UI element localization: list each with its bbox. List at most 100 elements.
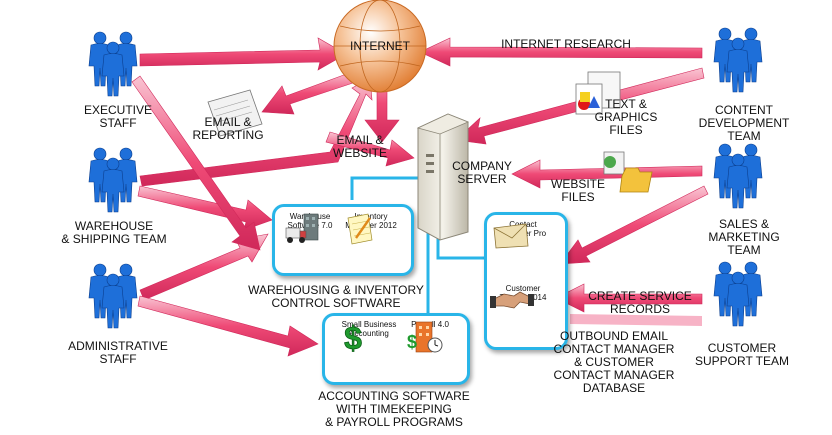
app-customer-tracker[interactable]: Customer Tracker 2014 [490, 284, 556, 309]
app-label-line: Customer [505, 284, 541, 293]
label-line: COMPANY [452, 159, 512, 173]
arrow-sales-contact [559, 185, 709, 265]
label-line: WEBSITE [332, 146, 388, 160]
arrow-admin-warehousing [139, 233, 269, 301]
administrative-group-icon [88, 263, 138, 329]
label-line: STAFF [99, 116, 137, 130]
label-line: SALES & [718, 217, 770, 231]
content-team-label: CONTENT DEVELOPMENT TEAM [699, 104, 790, 143]
internet-label: INTERNET [350, 40, 410, 53]
warehouse-truck-icon [285, 213, 319, 243]
executive-staff-label: EXECUTIVE STAFF [84, 104, 152, 130]
app-inventory-manager[interactable]: Inventory Manager 2012 [342, 212, 400, 245]
app-label-line: Manager 2012 [345, 221, 397, 230]
website-files-folder-icon [603, 151, 653, 193]
dollar-sign-icon: $ [344, 320, 363, 354]
text-graphics-label: TEXT & GRAPHICS FILES [595, 98, 658, 137]
label-line: STAFF [99, 352, 137, 366]
label-line: ACCOUNTING SOFTWARE [318, 389, 470, 403]
email-website-label: EMAIL & WEBSITE [333, 134, 387, 160]
svg-text:$: $ [344, 320, 362, 354]
label-line: CREATE SERVICE [588, 289, 692, 303]
email-reporting-label: EMAIL & REPORTING [192, 116, 263, 142]
support-group-icon [713, 261, 763, 327]
sales-team-label: SALES & MARKETING TEAM [708, 218, 779, 257]
label-line: DATABASE [582, 381, 646, 395]
label-line: WEBSITE [550, 177, 606, 191]
label-line: EMAIL & [204, 115, 252, 129]
arrow-internet-email [261, 71, 357, 115]
label-line: ADMINISTRATIVE [68, 339, 168, 353]
svg-text:$: $ [407, 332, 417, 352]
executive-group-icon [88, 31, 138, 97]
warehouse-group-icon [88, 147, 138, 213]
label-line: RECORDS [609, 302, 670, 316]
administrative-staff-label: ADMINISTRATIVE STAFF [68, 340, 168, 366]
accounting-caption: ACCOUNTING SOFTWARE WITH TIMEKEEPING & P… [318, 390, 470, 429]
warehouse-team-label: WAREHOUSE & SHIPPING TEAM [61, 220, 166, 246]
label-line: CONTACT MANAGER [553, 368, 675, 382]
payroll-clock-icon: $ [407, 321, 443, 353]
website-files-label: WEBSITE FILES [551, 178, 605, 204]
label-line: WITH TIMEKEEPING [336, 402, 452, 416]
warehousing-caption: WAREHOUSING & INVENTORY CONTROL SOFTWARE [248, 284, 424, 310]
app-label-line: Small Business [341, 320, 397, 329]
email-report-document-icon [207, 89, 263, 137]
app-warehouse-software[interactable]: Warehouse Software 7.0 [282, 212, 338, 243]
contact-caption: OUTBOUND EMAIL CONTACT MANAGER & CUSTOME… [554, 330, 675, 395]
internet-globe-icon [333, 0, 427, 93]
label-line: TEAM [727, 129, 761, 143]
label-line: CONTENT [715, 103, 773, 117]
app-contact-manager[interactable]: Contact Manager Pro [490, 220, 556, 249]
label-line: WAREHOUSE [74, 219, 154, 233]
label-line: FILES [561, 190, 595, 204]
label-line: INTERNET [350, 39, 410, 53]
label-line: INTERNET RESEARCH [501, 37, 631, 51]
label-line: EXECUTIVE [83, 103, 153, 117]
arrow-executive-warehousing [131, 75, 261, 251]
text-graphics-document-icon [575, 71, 621, 115]
arrow-admin-accounting [137, 295, 319, 357]
internet-research-label: INTERNET RESEARCH [501, 38, 631, 51]
envelope-icon [493, 223, 529, 249]
app-label-line: Accounting [349, 329, 389, 338]
app-small-business-accounting[interactable]: $ Small Business Accounting [336, 320, 402, 354]
handshake-icon [490, 291, 534, 309]
arrow-support-contact [555, 283, 703, 313]
app-label-line: Inventory [354, 212, 388, 221]
label-line: & PAYROLL PROGRAMS [325, 415, 463, 429]
arrow-support-contact-lower [570, 314, 702, 326]
label-line: CONTROL SOFTWARE [271, 296, 401, 310]
label-line: MARKETING [708, 230, 780, 244]
label-line: TEAM [727, 243, 761, 257]
label-line: CONTACT MANAGER [553, 342, 675, 356]
label-line: FILES [609, 123, 643, 137]
sales-group-icon [713, 143, 763, 209]
app-payroll[interactable]: $ Payroll 4.0 [404, 320, 456, 353]
company-server-label: COMPANY SERVER [452, 160, 512, 186]
warehousing-box [272, 204, 414, 276]
label-line: & SHIPPING TEAM [61, 232, 167, 246]
label-line: CUSTOMER [707, 341, 777, 355]
accounting-box [322, 313, 470, 385]
label-line: & CUSTOMER [574, 355, 654, 369]
label-line: WAREHOUSING & INVENTORY [248, 283, 424, 297]
label-line: TEXT & [605, 97, 647, 111]
label-line: DEVELOPMENT [698, 116, 790, 130]
label-line: SUPPORT TEAM [694, 354, 790, 368]
inventory-notepad-icon [347, 213, 373, 245]
label-line: SERVER [457, 172, 507, 186]
company-server-icon [416, 113, 470, 241]
arrow-internet-research [419, 37, 703, 67]
arrow-executive-internet [139, 37, 347, 71]
label-line: GRAPHICS [594, 110, 658, 124]
arrow-email-website [325, 131, 415, 167]
create-service-label: CREATE SERVICE RECORDS [588, 290, 692, 316]
customer-support-label: CUSTOMER SUPPORT TEAM [695, 342, 789, 368]
label-line: OUTBOUND EMAIL [559, 329, 668, 343]
label-line: REPORTING [192, 128, 264, 142]
content-group-icon [713, 27, 763, 93]
label-line: EMAIL & [336, 133, 384, 147]
